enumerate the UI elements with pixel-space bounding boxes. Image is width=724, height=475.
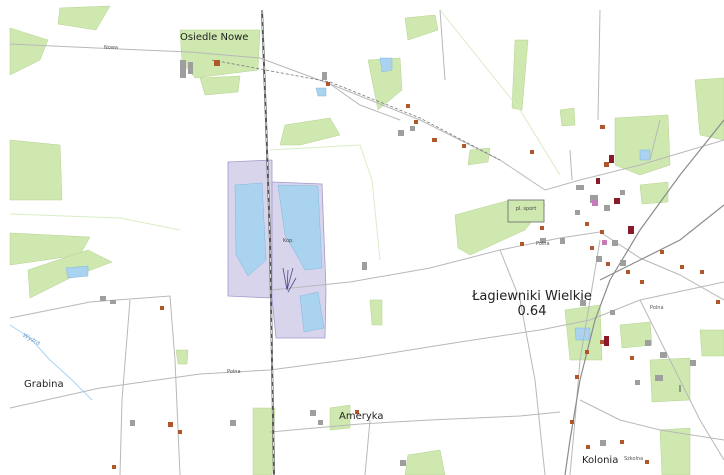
road-label-polna: Polna — [650, 305, 664, 311]
green-area — [199, 75, 241, 96]
pond — [277, 184, 323, 271]
pond — [65, 265, 89, 279]
pit-lines — [282, 267, 297, 293]
road-label-polna: Polna — [536, 241, 550, 247]
track-dashed — [211, 59, 501, 161]
road-label-szkolna: Szkolna — [624, 456, 644, 462]
green-areas — [9, 5, 724, 475]
place-name: Łagiewniki Wielkie — [472, 289, 592, 304]
green-area — [252, 407, 276, 475]
place-label-grabina: Grabina — [24, 379, 64, 390]
pond — [234, 182, 267, 277]
pond — [379, 57, 393, 73]
green-area — [559, 107, 576, 127]
green-area — [175, 349, 189, 365]
green-area — [329, 404, 351, 431]
pit-label: Kop. — [283, 238, 294, 244]
buildings-red — [596, 155, 634, 346]
green-area — [511, 39, 529, 111]
green-area — [404, 14, 439, 41]
green-area — [614, 114, 671, 176]
buildings-special — [592, 200, 607, 245]
railway-dashes — [261, 9, 275, 475]
place-label-ameryka: Ameryka — [339, 411, 384, 422]
pond — [639, 149, 651, 161]
green-area — [659, 427, 691, 475]
green-area — [279, 117, 341, 146]
place-label-osiedle-nowe: Osiedle Nowe — [180, 32, 249, 43]
green-area — [404, 449, 446, 475]
road-label-nowa: Nowa — [104, 45, 118, 51]
buildings-brown — [112, 60, 720, 469]
sports-field — [507, 199, 545, 223]
green-area — [9, 139, 63, 201]
buildings-grey — [100, 60, 696, 466]
place-label-kolonia: Kolonia — [582, 455, 619, 466]
road-label-polna: Polna — [227, 369, 241, 375]
pond — [299, 291, 325, 333]
green-area — [699, 329, 724, 357]
place-label-lagiewniki: Łagiewniki Wielkie 0.64 — [452, 289, 612, 319]
green-area — [179, 29, 261, 79]
green-area — [9, 27, 49, 76]
stream — [9, 324, 93, 401]
pond — [315, 87, 327, 97]
pond — [574, 327, 591, 341]
value-label: 0.64 — [517, 304, 547, 319]
green-area — [369, 299, 383, 326]
water-bodies — [65, 57, 651, 341]
paths — [9, 9, 561, 261]
green-area — [57, 5, 111, 31]
sports-label: pl. sport — [515, 206, 537, 212]
green-area — [619, 321, 653, 349]
green-area — [639, 181, 669, 205]
green-area — [694, 77, 724, 141]
